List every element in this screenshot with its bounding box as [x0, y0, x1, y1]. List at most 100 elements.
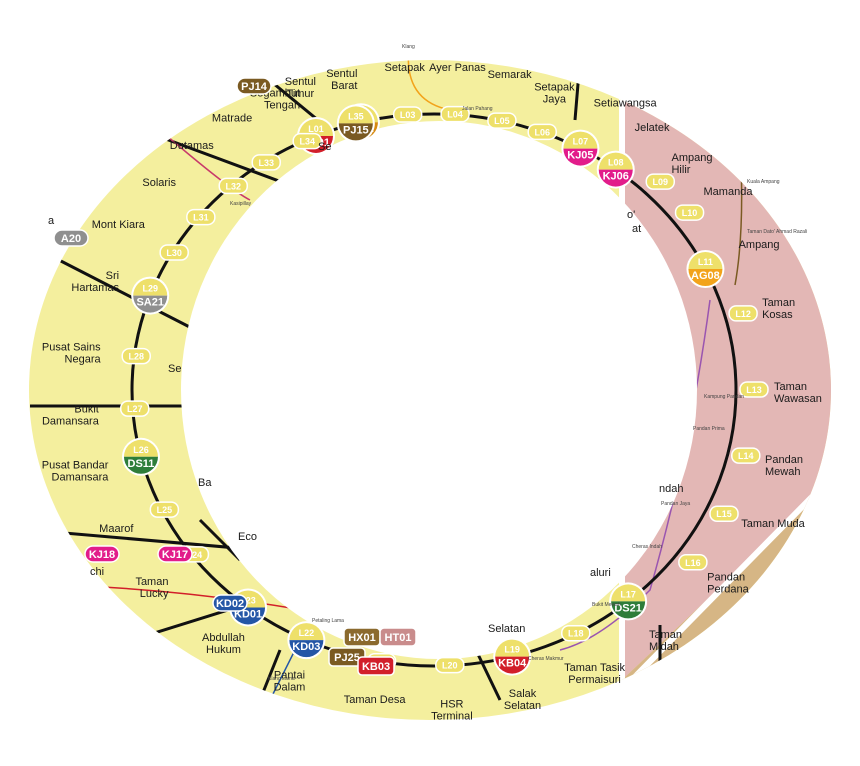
station-badge	[119, 400, 150, 417]
station-name-line: Mamanda	[704, 186, 754, 198]
station-name-line: Sentul	[285, 76, 316, 88]
station-code: L19	[504, 645, 520, 655]
station-name-line: Matrade	[212, 112, 252, 124]
outer-badge-code: KJ18	[89, 549, 115, 561]
station-tick	[674, 548, 682, 557]
label-fragment: ndah	[659, 483, 683, 495]
outer-badge-code: A20	[61, 233, 81, 245]
station-name-line: Abdullah	[202, 632, 245, 644]
outer-badge	[236, 77, 272, 95]
station-bubble-top	[289, 623, 324, 641]
label-fragment: Klang	[402, 44, 415, 50]
station-code: L18	[568, 629, 584, 639]
station-name-line: Damansara	[42, 416, 100, 428]
interchange-code: DS11	[128, 458, 155, 470]
station-name-line: Ampang	[739, 239, 780, 251]
station-name-line: Taman Desa	[344, 694, 407, 706]
station-bubble-top	[611, 584, 646, 602]
station-badge	[440, 105, 470, 123]
station-code: L15	[716, 509, 732, 519]
station-badge	[487, 112, 517, 129]
station-bubble-bottom	[563, 148, 598, 166]
rail-line-purple	[559, 299, 711, 651]
hub-tile-code: HX01	[348, 632, 376, 644]
station-name-line: Timur	[287, 88, 315, 100]
station-name-line: Hukum	[206, 644, 241, 656]
label-fragment: Se	[318, 141, 331, 153]
station-bubble-bottom	[123, 456, 158, 474]
station-name-line: Perdana	[707, 583, 749, 595]
minor-label: Kampung Pandan	[704, 394, 744, 400]
station-code: L01	[308, 124, 324, 134]
station-code: L20	[442, 661, 458, 671]
station-name: Ayer Panas	[429, 62, 486, 74]
hub-tile-code: PJ25	[334, 652, 360, 664]
station-badge	[159, 244, 189, 261]
hub-tile-code: HT01	[385, 632, 412, 644]
interchange-code: PJ15	[343, 124, 369, 136]
station-code: L29	[142, 284, 158, 294]
station-name-line: Hartamas	[71, 282, 119, 294]
station-name-line: Taman	[762, 297, 795, 309]
station-bubble-bottom	[338, 123, 373, 141]
station-name-line: Salak	[509, 688, 537, 700]
outer-badge	[212, 594, 248, 612]
label-fragment: Ba	[198, 477, 212, 489]
station-bubble-bottom	[688, 269, 723, 287]
interchange-code: DS21	[614, 602, 642, 614]
minor-label: Kasipillay	[230, 201, 252, 207]
station-name: Matrade	[212, 112, 252, 124]
station-name: Semarak	[488, 69, 533, 81]
station-name-line: Mont Kiara	[92, 219, 146, 231]
station-name-line: Pantai	[274, 669, 305, 681]
minor-label: Taman Dato' Ahmad Razali	[747, 229, 807, 235]
station-code: L22	[299, 628, 315, 638]
station-name-line: Lucky	[140, 588, 169, 600]
station-tick	[704, 502, 711, 511]
interchange-code: SA21	[136, 297, 164, 309]
station-code: L30	[166, 248, 182, 258]
minor-label: Cheras Indah	[632, 544, 662, 550]
hub-tile	[357, 656, 395, 676]
minor-label: Cheras Makmur	[528, 656, 564, 662]
station-code: L13	[746, 385, 762, 395]
station-code: L35	[348, 111, 364, 121]
station-code: L05	[494, 116, 510, 126]
station-bubble-bottom	[231, 607, 266, 625]
station-name: Taman Muda	[741, 518, 805, 530]
interchange-code: KB04	[498, 658, 527, 670]
interchange-code: AG08	[691, 270, 720, 282]
hub-tile	[379, 627, 417, 647]
station-name-line: Barat	[331, 80, 357, 92]
station-name-line: Bukit	[74, 404, 98, 416]
station-code: L10	[682, 208, 698, 218]
station-name-line: Sri	[106, 270, 119, 282]
rail-line-pink	[159, 129, 251, 201]
station-name: Setiawangsa	[594, 98, 658, 110]
station-code: L26	[133, 445, 149, 455]
station-code: L24	[187, 550, 203, 560]
station-badge	[739, 381, 769, 398]
station-badge	[392, 106, 423, 123]
station-name-line: Kosas	[762, 309, 793, 321]
station-name-line: Taman Muda	[741, 518, 805, 530]
label-fragment: Selatan	[488, 623, 525, 635]
station-name-line: Solaris	[142, 177, 176, 189]
station-badge	[678, 554, 708, 571]
station-code: L23	[240, 595, 256, 605]
station-bubble-top	[298, 118, 333, 136]
label-fragment: o'	[627, 209, 635, 221]
station-name-line: Ayer Panas	[429, 62, 486, 74]
